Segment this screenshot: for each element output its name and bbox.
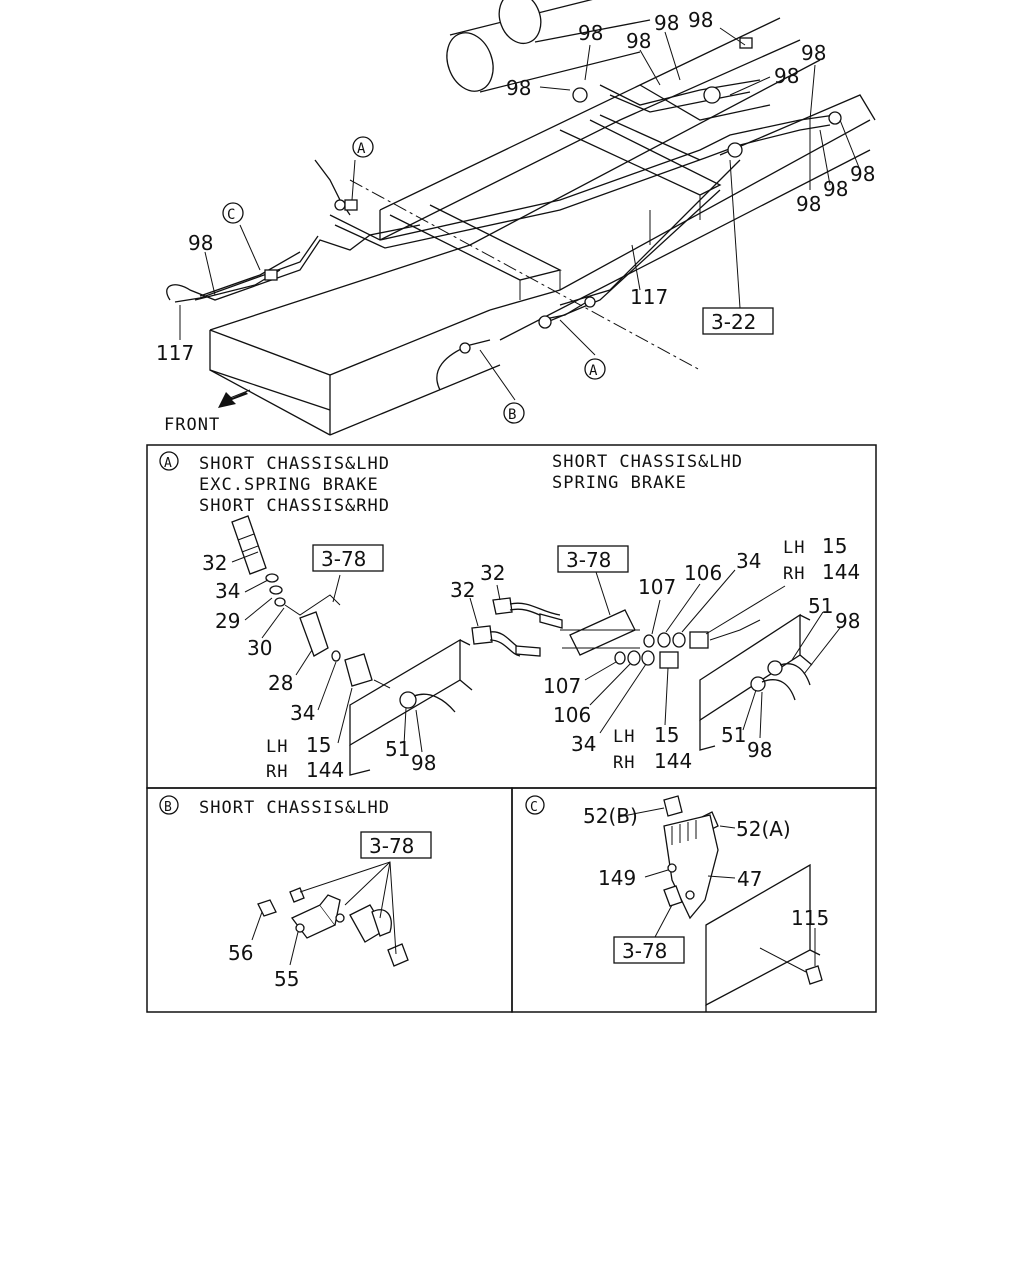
panel-a-ref-right-label: 3-78 [566, 548, 611, 572]
callout-b: B [503, 402, 525, 424]
panel-a-right-assembly [471, 597, 813, 751]
label-149: 149 [598, 866, 636, 890]
panel-c-assembly [617, 795, 823, 1012]
label-117-right: 117 [630, 285, 668, 309]
label-55: 55 [274, 967, 299, 991]
detail-panel-a: A SHORT CHASSIS&LHD EXC.SPRING BRAKE SHO… [146, 444, 877, 789]
callout-c-letter: C [227, 207, 236, 223]
label-106-a: 106 [684, 561, 722, 585]
leader-lines [179, 27, 861, 401]
frame-rails [209, 17, 876, 436]
panel-a-ref-left-label: 3-78 [321, 547, 366, 571]
label-51-right-a: 51 [808, 594, 833, 618]
panel-a-ref-right[interactable]: 3-78 [557, 545, 629, 573]
label-32-right-b: 32 [450, 578, 475, 602]
panel-a-letter: A [164, 456, 173, 471]
panel-b-ref[interactable]: 3-78 [360, 831, 432, 859]
label-144-right-top: 144 [822, 560, 860, 584]
label-51-right-b: 51 [721, 723, 746, 747]
air-tanks [446, 0, 651, 93]
label-98-6: 98 [774, 64, 799, 88]
label-98-2: 98 [506, 76, 531, 100]
label-30: 30 [247, 636, 272, 660]
label-lh-left: LH [266, 737, 288, 757]
label-rh-right-bottom: RH [613, 753, 635, 773]
ref-3-22-label: 3-22 [711, 310, 756, 334]
label-106-b: 106 [553, 703, 591, 727]
callout-a-top: A [352, 136, 374, 158]
label-34-left-a: 34 [215, 579, 240, 603]
label-15-right-top: 15 [822, 534, 847, 558]
panel-a-right-leaders [469, 569, 841, 739]
panel-b-title: SHORT CHASSIS&LHD [199, 798, 390, 818]
panel-b-letter: B [164, 800, 173, 815]
label-51-left: 51 [385, 737, 410, 761]
label-52b: 52(B) [583, 804, 638, 828]
label-28: 28 [268, 671, 293, 695]
label-34-right-b: 34 [571, 732, 596, 756]
label-47: 47 [737, 867, 762, 891]
label-lh-right-bottom: LH [613, 727, 635, 747]
label-34-left-b: 34 [290, 701, 315, 725]
panel-a-left-leaders [231, 551, 423, 753]
label-rh-right-top: RH [783, 564, 805, 584]
panel-c-ref-label: 3-78 [622, 939, 667, 963]
label-107-b: 107 [543, 674, 581, 698]
label-52a: 52(A) [736, 817, 791, 841]
label-98-left: 98 [188, 231, 213, 255]
label-98-4: 98 [654, 11, 679, 35]
label-98-right-a: 98 [835, 609, 860, 633]
panel-b-assembly [251, 861, 409, 967]
callout-a-bottom: A [584, 358, 606, 380]
panel-a-left-assembly [231, 515, 473, 776]
detail-panel-c: C 52(B) 52(A) 149 47 115 3-78 [511, 787, 877, 1013]
label-144-left: 144 [306, 758, 344, 782]
front-arrow-icon [218, 392, 248, 408]
label-98-10: 98 [796, 192, 821, 216]
label-98-8: 98 [850, 162, 875, 186]
label-34-right-a: 34 [736, 549, 761, 573]
label-98-9: 98 [823, 177, 848, 201]
callout-b-letter: B [508, 407, 517, 423]
label-98-right-b: 98 [747, 738, 772, 762]
label-lh-right-top: LH [783, 538, 805, 558]
label-32-left: 32 [202, 551, 227, 575]
panel-a-right-title-2: SPRING BRAKE [552, 473, 687, 493]
label-117-left: 117 [156, 341, 194, 365]
callout-c: C [222, 202, 244, 224]
panel-a-left-title-1: SHORT CHASSIS&LHD [199, 454, 390, 474]
label-98-1: 98 [578, 21, 603, 45]
label-98-3: 98 [626, 29, 651, 53]
label-98-5: 98 [688, 8, 713, 32]
panel-a-left-title-2: EXC.SPRING BRAKE [199, 475, 379, 495]
label-15-right-bottom: 15 [654, 723, 679, 747]
panel-a-ref-left[interactable]: 3-78 [312, 544, 384, 572]
ref-3-22[interactable]: 3-22 [702, 307, 774, 335]
label-98-7: 98 [801, 41, 826, 65]
label-rh-left: RH [266, 762, 288, 782]
panel-c-ref[interactable]: 3-78 [613, 936, 685, 964]
label-115: 115 [791, 906, 829, 930]
label-32-right-a: 32 [480, 561, 505, 585]
label-29: 29 [215, 609, 240, 633]
panel-a-left-title-3: SHORT CHASSIS&RHD [199, 496, 390, 516]
panel-c-letter: C [530, 800, 539, 815]
callout-a-bottom-letter: A [589, 363, 598, 379]
main-chassis-view: 98 98 98 98 98 98 98 98 98 98 98 117 117… [156, 0, 876, 436]
callout-a-top-letter: A [357, 141, 366, 157]
detail-panel-b: B SHORT CHASSIS&LHD 3-78 56 55 [146, 787, 513, 1013]
label-98-panel-a-left: 98 [411, 751, 436, 775]
panel-a-right-title-1: SHORT CHASSIS&LHD [552, 452, 743, 472]
label-56: 56 [228, 941, 253, 965]
front-label: FRONT [164, 415, 220, 435]
panel-b-ref-label: 3-78 [369, 834, 414, 858]
label-144-right-bottom: 144 [654, 749, 692, 773]
label-15-left: 15 [306, 733, 331, 757]
label-107-a: 107 [638, 575, 676, 599]
